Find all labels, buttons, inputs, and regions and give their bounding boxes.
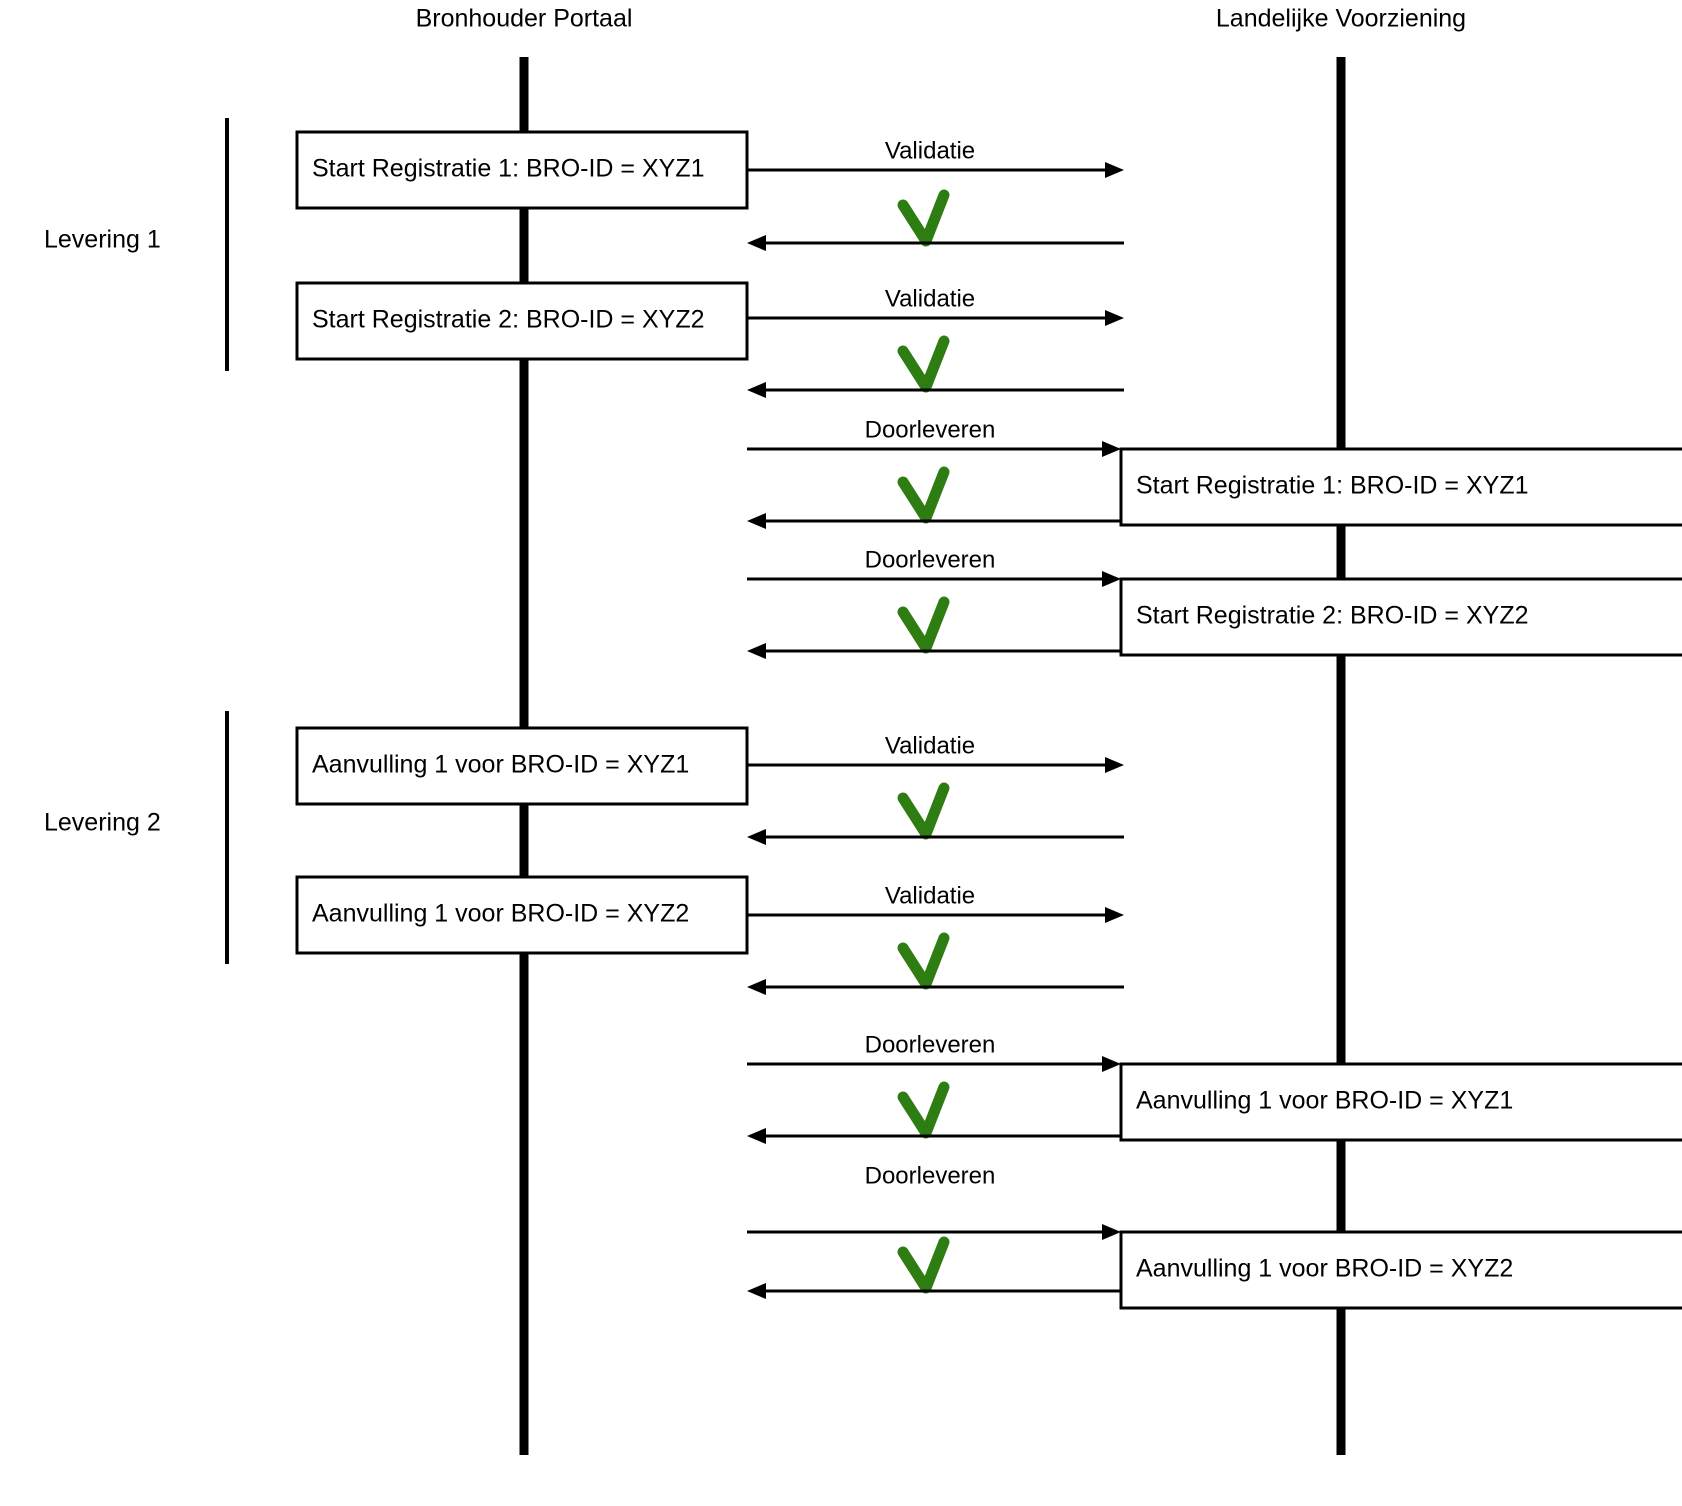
- success-check-icon: [897, 932, 950, 990]
- arrowhead-m1: [1105, 162, 1124, 178]
- arrowhead-m6: [747, 513, 766, 529]
- message-box-right-4-label: Aanvulling 1 voor BRO-ID = XYZ2: [1136, 1255, 1513, 1283]
- arrowhead-m5: [1102, 441, 1121, 457]
- arrowhead-m11: [1105, 907, 1124, 923]
- message-box-left-2-label: Start Registratie 2: BRO-ID = XYZ2: [312, 306, 705, 334]
- success-check-icon: [897, 1081, 950, 1139]
- arrowhead-m4: [747, 382, 766, 398]
- arrowhead-m14: [747, 1128, 766, 1144]
- arrowhead-m7: [1102, 571, 1121, 587]
- success-check-icon: [897, 1236, 950, 1294]
- message-label-m3: Validatie: [885, 285, 975, 312]
- participant-header-left: Bronhouder Portaal: [416, 5, 633, 33]
- message-box-right-1[interactable]: [1119, 447, 1682, 527]
- message-label-m5: Doorleveren: [865, 416, 996, 443]
- message-box-right-2-label: Start Registratie 2: BRO-ID = XYZ2: [1136, 602, 1529, 630]
- message-label-m11: Validatie: [885, 882, 975, 909]
- arrowhead-m3: [1105, 310, 1124, 326]
- message-box-left-2[interactable]: [295, 281, 749, 361]
- arrowhead-m8: [747, 643, 766, 659]
- message-box-right-1-label: Start Registratie 1: BRO-ID = XYZ1: [1136, 472, 1529, 500]
- message-box-right-4[interactable]: [1119, 1230, 1682, 1310]
- arrowhead-m13: [1102, 1056, 1121, 1072]
- success-check-icon: [897, 466, 950, 524]
- arrowhead-m10: [747, 829, 766, 845]
- message-label-m13: Doorleveren: [865, 1031, 996, 1058]
- message-label-m1: Validatie: [885, 137, 975, 164]
- arrowhead-m12: [747, 979, 766, 995]
- arrowhead-m16: [747, 1283, 766, 1299]
- message-box-left-3[interactable]: [295, 726, 749, 806]
- arrowhead-m9: [1105, 757, 1124, 773]
- message-box-left-3-label: Aanvulling 1 voor BRO-ID = XYZ1: [312, 751, 689, 779]
- message-box-right-3-label: Aanvulling 1 voor BRO-ID = XYZ1: [1136, 1087, 1513, 1115]
- message-label-m9: Validatie: [885, 732, 975, 759]
- group-label-levering-1: Levering 1: [44, 226, 161, 254]
- success-check-icon: [897, 596, 950, 654]
- message-box-left-1-label: Start Registratie 1: BRO-ID = XYZ1: [312, 155, 705, 183]
- success-check-icon: [897, 335, 950, 393]
- arrowhead-m15: [1102, 1224, 1121, 1240]
- message-label-m7: Doorleveren: [865, 546, 996, 573]
- message-box-left-4[interactable]: [295, 875, 749, 955]
- success-check-icon: [897, 189, 950, 247]
- arrowhead-m2: [747, 235, 766, 251]
- message-box-left-1[interactable]: [295, 130, 749, 210]
- participant-header-right: Landelijke Voorziening: [1216, 5, 1466, 33]
- group-label-levering-2: Levering 2: [44, 809, 161, 837]
- message-box-right-3[interactable]: [1119, 1062, 1682, 1142]
- message-box-right-2[interactable]: [1119, 577, 1682, 657]
- success-check-icon: [897, 782, 950, 840]
- message-box-left-4-label: Aanvulling 1 voor BRO-ID = XYZ2: [312, 900, 689, 928]
- message-label-m15: Doorleveren: [865, 1162, 996, 1189]
